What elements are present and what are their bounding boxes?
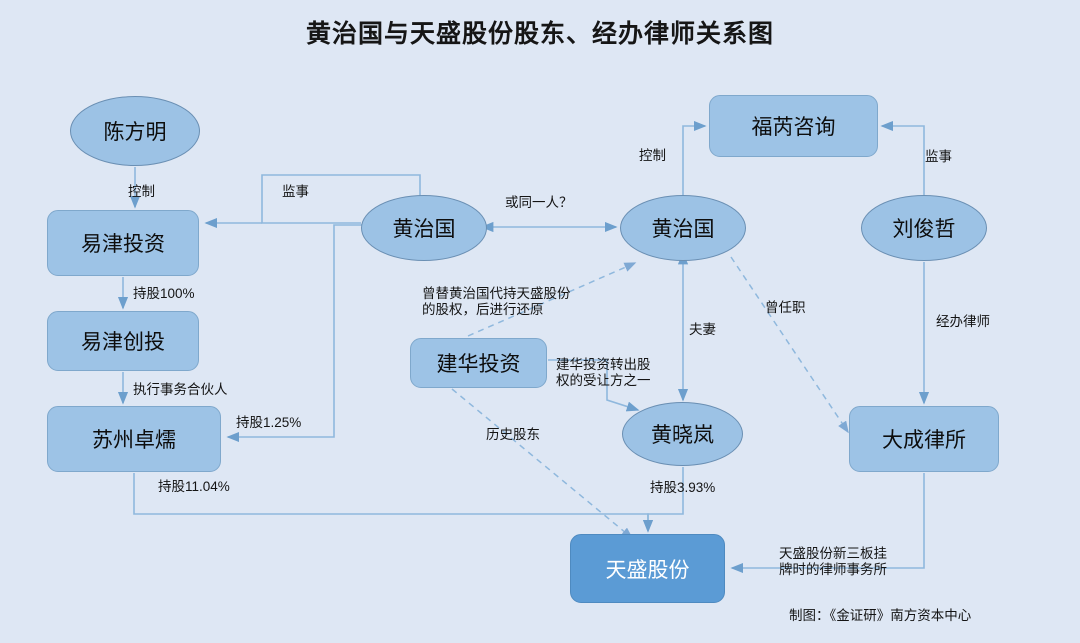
edge-label-fuqi: 夫妻 (689, 322, 716, 337)
node-label: 大成律所 (882, 429, 966, 452)
credit-line: 制图：《金证研》南方资本中心 (789, 608, 972, 623)
node-chenfangming[interactable]: 陈方明 (70, 96, 200, 166)
node-label: 天盛股份 (605, 558, 690, 582)
edge-huangzhiguo-dacheng (730, 256, 849, 434)
edge-huangxiaolan-tiansheng (642, 467, 684, 533)
edge-huangzhiguo-suzhouzhuoxi (226, 224, 391, 443)
edge-jianhua-daichi (467, 262, 637, 337)
node-huangzhiguo-right[interactable]: 黄治国 (620, 195, 746, 261)
edge-label-jingban-lvshi: 经办律师 (936, 314, 990, 329)
node-label: 刘俊哲 (892, 218, 956, 241)
node-dacheng-lvsuo[interactable]: 大成律所 (849, 406, 999, 472)
edge-label-lishi-gudong: 历史股东 (486, 427, 540, 442)
node-label: 黄治国 (651, 218, 715, 241)
edge-label-chigu-125: 持股1.25% (236, 415, 302, 430)
edge-liujunzhe-furui (880, 120, 925, 195)
edge-label-zhixing-huoren: 执行事务合伙人 (133, 382, 228, 397)
node-huangzhiguo-left[interactable]: 黄治国 (361, 195, 487, 261)
edge-label-jianshi-left: 监事 (282, 184, 309, 199)
node-furui-zixun[interactable]: 福芮咨询 (709, 95, 878, 157)
edge-label-huo-tongyiren: 或同一人？ (505, 195, 573, 210)
edge-label-kongzhi-left: 控制 (128, 184, 155, 199)
node-label: 易津投资 (81, 233, 165, 256)
edge-huangzhiguo-jianshi-path (261, 174, 421, 224)
edge-label-xinsanban-note: 天盛股份新三板挂牌时的律师事务所 (779, 546, 887, 578)
node-liujunzhe[interactable]: 刘俊哲 (861, 195, 987, 261)
edge-label-ceng-renzhi: 曾任职 (765, 300, 806, 315)
edge-jianhua-tiansheng-history (451, 388, 634, 539)
edge-label-daichi-note: 曾替黄治国代持天盛股份的股权，后进行还原 (422, 286, 571, 318)
edge-dacheng-tiansheng (730, 473, 925, 574)
page-title: 黄治国与天盛股份股东、经办律师关系图 (305, 20, 774, 48)
edge-jianhua-huangxiaolan (548, 359, 640, 412)
node-huangxiaolan[interactable]: 黄晓岚 (622, 402, 743, 466)
edge-label-chigu-100: 持股100% (133, 286, 195, 301)
node-label: 建华投资 (436, 353, 521, 376)
node-label: 陈方明 (103, 121, 167, 144)
node-label: 福芮咨询 (751, 116, 836, 139)
node-yijin-chuangtou[interactable]: 易津创投 (47, 311, 199, 371)
edge-label-chigu-1104: 持股11.04% (158, 479, 230, 494)
edge-label-jianhua-zhuanchu: 建华投资转出股权的受让方之一 (556, 357, 651, 389)
node-suzhou-zhuoxi[interactable]: 苏州卓燸 (47, 406, 221, 472)
edge-huangzhiguo-furui (682, 120, 707, 195)
node-label: 黄晓岚 (651, 424, 714, 447)
node-label: 黄治国 (392, 218, 456, 241)
node-tiansheng[interactable]: 天盛股份 (570, 534, 725, 603)
node-label: 易津创投 (81, 331, 165, 354)
edge-label-chigu-393: 持股3.93% (650, 480, 716, 495)
edge-label-jianshi-right: 监事 (925, 149, 952, 164)
edge-label-kongzhi-right: 控制 (639, 148, 666, 163)
node-label: 苏州卓燸 (92, 429, 176, 452)
node-jianhua-touzi[interactable]: 建华投资 (410, 338, 547, 388)
node-yijin-touzi[interactable]: 易津投资 (47, 210, 199, 276)
